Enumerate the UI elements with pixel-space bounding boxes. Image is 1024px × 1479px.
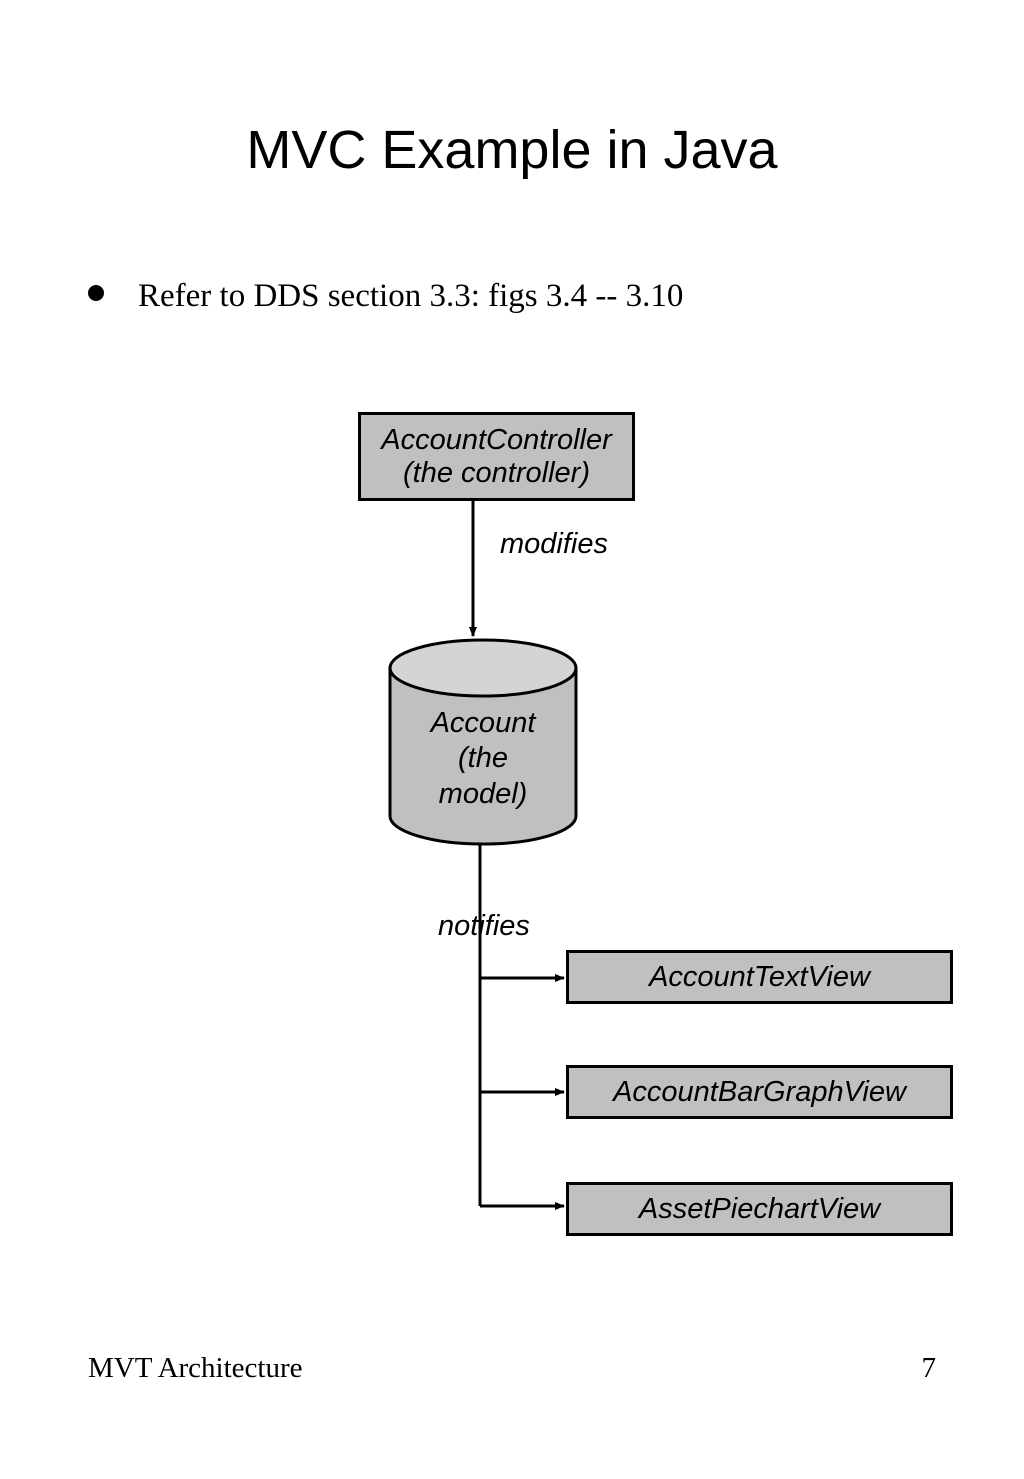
node-account-model-line3: model): [438, 777, 528, 810]
node-account-model-line2: (the: [458, 742, 508, 775]
node-account-text-view[interactable]: AccountTextView: [566, 950, 953, 1004]
node-account-model[interactable]: Account (the model): [386, 638, 580, 846]
bullet-list-item: Refer to DDS section 3.3: figs 3.4 -- 3.…: [88, 278, 683, 316]
slide-footer: MVT Architecture 7: [88, 1352, 936, 1385]
node-asset-piechart-view-label: AssetPiechartView: [638, 1192, 881, 1225]
bullet-dot-icon: [88, 285, 104, 301]
node-account-model-line1: Account: [430, 707, 536, 739]
edge-label-modifies: modifies: [500, 528, 608, 560]
footer-left-text: MVT Architecture: [88, 1352, 303, 1384]
node-account-bar-graph-view[interactable]: AccountBarGraphView: [566, 1065, 953, 1119]
cylinder-shape-icon: [388, 638, 578, 846]
node-account-model-label: Account (the model): [386, 706, 580, 812]
footer-page-number: 7: [921, 1352, 937, 1384]
bullet-text: Refer to DDS section 3.3: figs 3.4 -- 3.…: [138, 278, 684, 314]
node-account-controller-line2: (the controller): [403, 456, 590, 489]
edge-label-notifies: notifies: [438, 910, 530, 942]
node-account-text-view-label: AccountTextView: [649, 960, 870, 993]
node-account-controller-line1: AccountController: [381, 424, 612, 457]
page-title: MVC Example in Java: [246, 120, 778, 180]
node-account-bar-graph-view-label: AccountBarGraphView: [613, 1075, 906, 1108]
node-account-controller[interactable]: AccountController (the controller): [358, 412, 635, 501]
node-asset-piechart-view[interactable]: AssetPiechartView: [566, 1182, 953, 1236]
